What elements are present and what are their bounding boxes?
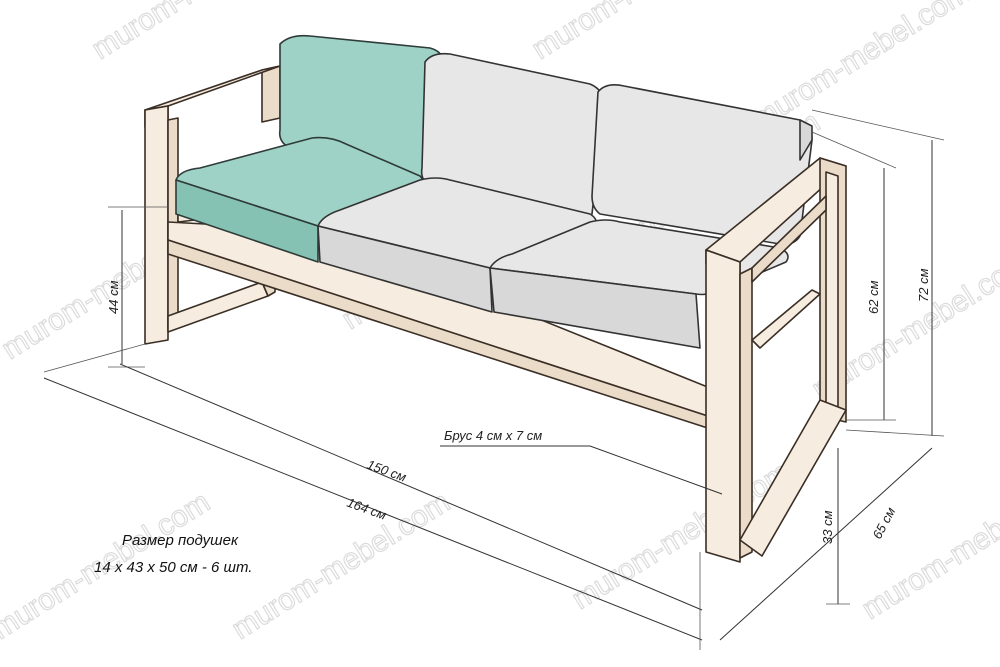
back-cushions: [278, 34, 813, 246]
watermark: murom-mebel.com: [856, 465, 1000, 625]
seat-height-label: 44 см: [106, 280, 121, 314]
cushion-note-size: 14 х 43 х 50 см - 6 шт.: [94, 559, 252, 576]
depth-label: 65 см: [869, 505, 898, 542]
inner-length-label: 150 см: [365, 457, 408, 485]
total-height-label: 72 см: [916, 268, 931, 302]
total-length-label: 164 см: [345, 495, 388, 523]
beam-label: Брус 4 см х 7 см: [444, 428, 542, 443]
cushion-note-title: Размер подушек: [122, 532, 239, 549]
dimension-lines: [43, 109, 945, 650]
right-armrest-frame: [705, 157, 847, 563]
watermark: murom-mebel.com: [226, 485, 456, 645]
watermark: murom-mebel.com: [526, 0, 756, 66]
left-armrest-frame: [144, 65, 281, 345]
back-height-label: 62 см: [866, 280, 881, 314]
seat-cushions: [175, 136, 789, 349]
arm-height-label: 33 см: [820, 510, 835, 544]
